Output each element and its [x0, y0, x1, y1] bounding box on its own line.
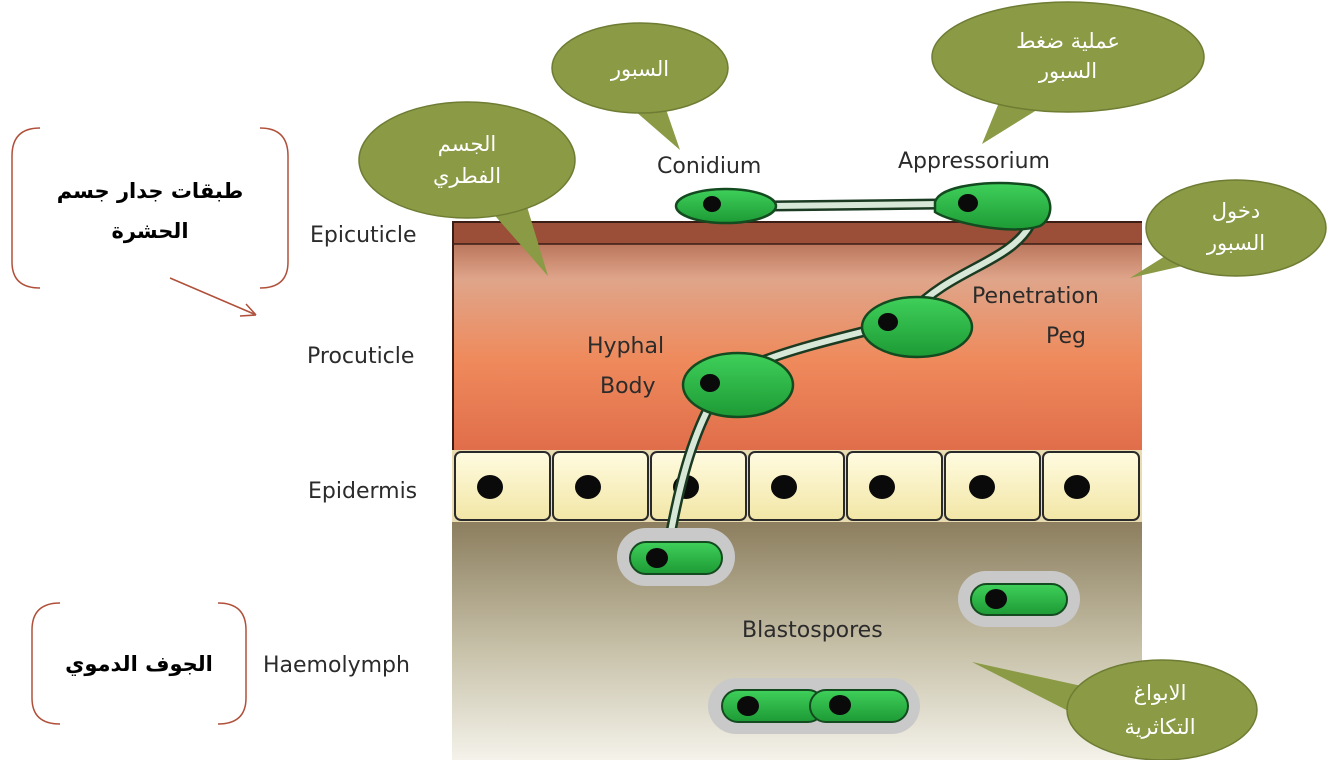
procuticle-layer [452, 222, 1142, 452]
epidermis-nucleus [869, 475, 895, 499]
callout-appressorium-text-1: عملية ضغط [1016, 29, 1120, 53]
label-blastospores: Blastospores [742, 618, 883, 643]
box-body-wall-layers [12, 128, 288, 288]
layer-label-haemolymph: Haemolymph [263, 653, 410, 678]
callout-conidium: السبور [552, 23, 728, 150]
layer-label-epicuticle: Epicuticle [310, 223, 417, 248]
callout-blastospores-text-1: الابواغ [1134, 681, 1187, 705]
epidermis-nucleus [477, 475, 503, 499]
label-peg: Peg [1046, 324, 1086, 349]
blastospore [617, 528, 735, 586]
box-haemocoel-text: الجوف الدموي [65, 652, 213, 677]
label-appressorium: Appressorium [898, 149, 1050, 174]
label-hyphal: Hyphal [587, 334, 664, 359]
blastospore-pair [708, 678, 920, 734]
label-body: Body [600, 374, 656, 399]
epidermis-nucleus [575, 475, 601, 499]
epidermis-nucleus [969, 475, 995, 499]
box-body-wall-text-2: الحشرة [111, 219, 188, 243]
callout-hyphal-text-1: الجسم [438, 132, 497, 157]
label-penetration: Penetration [972, 284, 1099, 309]
callout-penetration-text-1: دخول [1212, 199, 1260, 223]
callout-blastospores-text-2: التكاثرية [1124, 715, 1195, 739]
arrow-to-layers [170, 278, 256, 316]
hyphal-body-upper [862, 297, 972, 357]
callout-appressorium-text-2: السبور [1038, 59, 1097, 83]
callout-hyphal-text-2: الفطري [433, 164, 501, 188]
blastospore [958, 571, 1080, 627]
epidermis-cells [455, 452, 1139, 520]
callout-appressorium: عملية ضغط السبور [932, 2, 1204, 144]
layer-label-procuticle: Procuticle [307, 344, 414, 369]
box-body-wall-text-1: طبقات جدار جسم [57, 179, 244, 203]
callout-penetration: دخول السبور [1130, 180, 1326, 278]
layer-label-epidermis: Epidermis [308, 479, 417, 504]
epidermis-nucleus [1064, 475, 1090, 499]
epidermis-cell [1043, 452, 1139, 520]
conidium-cell [676, 189, 776, 223]
label-conidium: Conidium [657, 154, 761, 179]
callout-penetration-text-2: السبور [1206, 231, 1265, 255]
callout-conidium-text: السبور [610, 57, 669, 81]
hyphal-body-lower [683, 353, 793, 417]
epidermis-nucleus [771, 475, 797, 499]
